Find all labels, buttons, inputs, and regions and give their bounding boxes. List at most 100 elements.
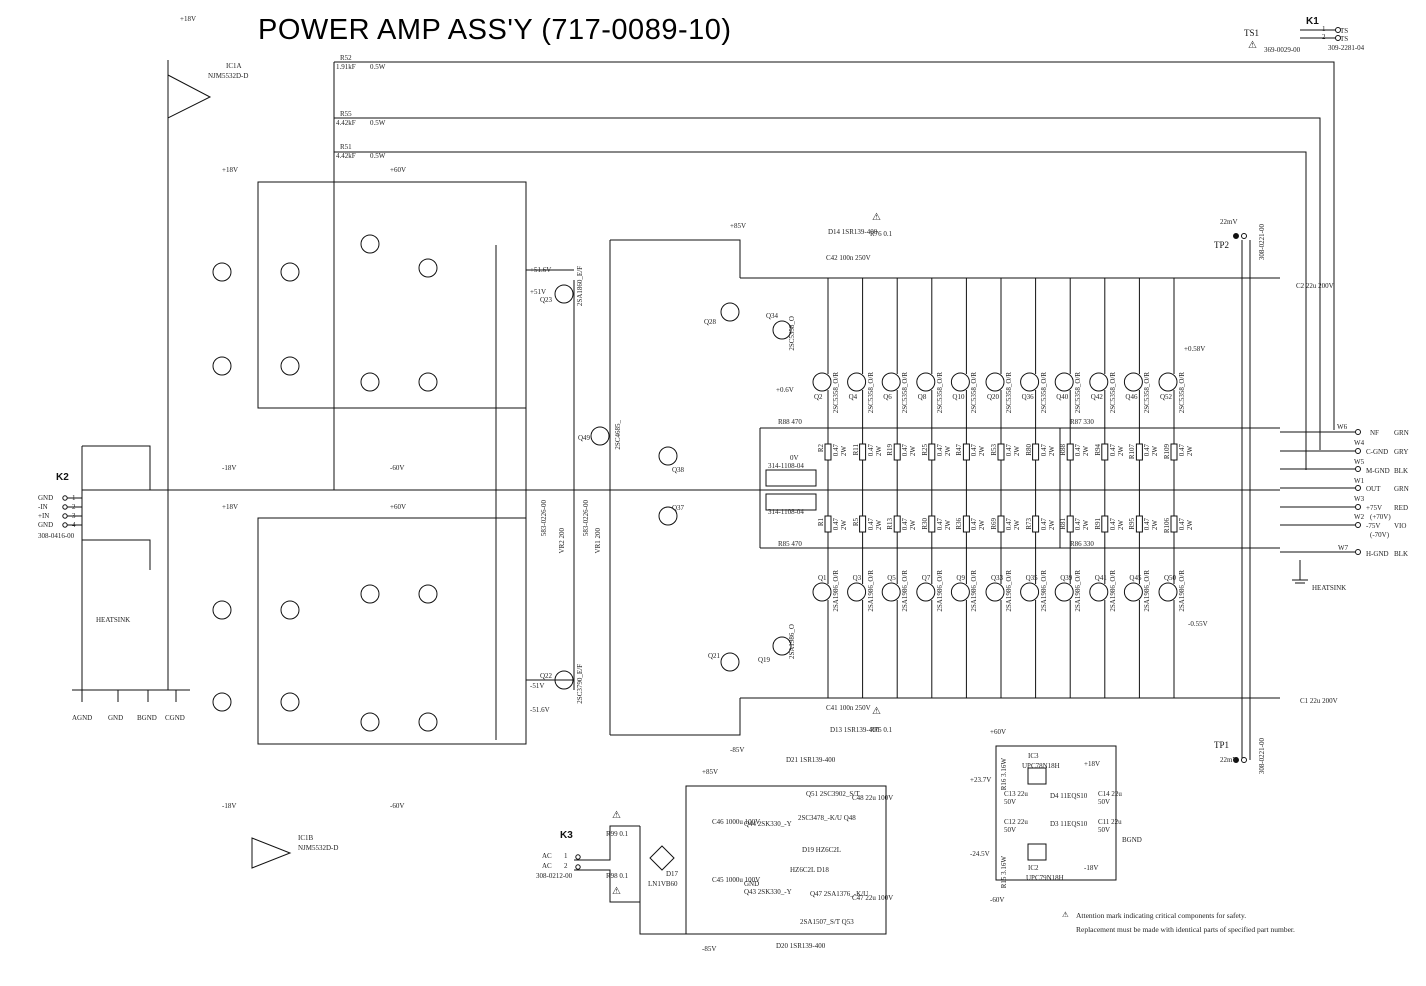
emitter-resistor-bottom-w: 2W xyxy=(1047,520,1056,531)
test-point-dot xyxy=(1233,233,1239,239)
output-q-top-part: 2SC5358_O/R xyxy=(1005,372,1013,414)
r86-label: R86 330 xyxy=(1070,540,1094,548)
r75-label: R75 0.1 xyxy=(870,726,893,734)
emitter-resistor-bottom-w: 2W xyxy=(840,520,848,531)
signal-transistor xyxy=(772,320,792,340)
k3-pin1: AC xyxy=(542,852,552,860)
rail-p85-b: +85V xyxy=(702,768,719,776)
reg-in-m: -60V xyxy=(990,896,1005,904)
rail-m18-b: -18V xyxy=(222,802,237,810)
reg-out-p: +18V xyxy=(1084,760,1101,768)
rail-p60-a: +60V xyxy=(390,166,407,174)
emitter-resistor-bottom-val: 0.47 xyxy=(1005,518,1013,531)
signal-transistor xyxy=(554,284,574,304)
emitter-resistor-top-w: 2W xyxy=(909,446,918,457)
wire-terminal xyxy=(1355,485,1361,491)
output-transistor-bottom xyxy=(916,582,936,602)
emitter-resistor xyxy=(1032,443,1040,461)
output-transistor-bottom xyxy=(1089,582,1109,602)
k1-pin2-label: TS xyxy=(1340,35,1349,43)
emitter-resistor-bottom-w: 2W xyxy=(1116,520,1125,531)
vr2-part: 583-0226-00 xyxy=(540,500,548,537)
signal-transistor xyxy=(658,446,678,466)
output-q-bottom-part: 2SA1986_O/R xyxy=(1039,570,1048,612)
r52-val: 1.91kF xyxy=(336,63,356,71)
v51-label: +51.6V xyxy=(530,266,552,274)
w7-id: W7 xyxy=(1338,544,1349,552)
emitter-resistor-top-w: 2W xyxy=(1151,446,1160,457)
vr2-label: VR2 200 xyxy=(558,528,566,554)
output-q-top-label: Q4 xyxy=(848,393,858,401)
safety-note-1: Attention mark indicating critical compo… xyxy=(1076,911,1247,920)
q23-ref: Q23 xyxy=(540,296,553,304)
emitter-resistor-bottom-w: 2W xyxy=(978,520,987,531)
output-q-bottom-label: Q45 xyxy=(1129,574,1142,582)
relay-1 xyxy=(765,469,817,487)
w3-id: W3 xyxy=(1354,495,1365,503)
k3-label: K3 xyxy=(560,830,573,841)
ts1-part: 369-0029-00 xyxy=(1264,46,1301,54)
output-q-top-part: 2SC5358_O/R xyxy=(901,372,910,414)
emitter-resistor xyxy=(1032,515,1040,533)
emitter-resistor-bottom-w: 2W xyxy=(1151,520,1160,531)
r98-label: R98 0.1 xyxy=(606,872,629,880)
k2-pin-minus-in: -IN xyxy=(38,503,48,511)
k3-terminal xyxy=(575,854,581,860)
emitter-resistor-top-val: 0.47 xyxy=(1108,444,1117,457)
emitter-resistor-bottom-val: 0.47 xyxy=(1108,518,1117,531)
emitter-resistor-bottom-val: 0.47 xyxy=(1074,518,1083,531)
k2-terminal xyxy=(62,495,68,501)
c42-label: C42 100n 250V xyxy=(826,254,871,262)
ground-gnd: GND xyxy=(108,714,124,722)
output-q-bottom-part: 2SA1986_O/R xyxy=(866,570,875,612)
tp2-value: 22mV xyxy=(1220,218,1238,226)
k2-pin-plus-in: +IN xyxy=(38,512,50,520)
signal-transistor xyxy=(360,712,380,732)
ts1-label: TS1 xyxy=(1244,28,1260,38)
emitter-resistor-bottom-val: 0.47 xyxy=(901,518,910,531)
signal-transistor xyxy=(212,600,232,620)
tp1-part: 308-0221-00 xyxy=(1258,738,1266,775)
emitter-resistor xyxy=(893,443,901,461)
vr1-label: VR1 200 xyxy=(594,528,602,554)
k1-pin1-label: TS xyxy=(1340,27,1349,35)
emitter-resistor-top-ref: R47 xyxy=(955,444,964,456)
k3-num1: 1 xyxy=(564,852,568,860)
output-q-bottom-label: Q33 xyxy=(991,574,1004,582)
emitter-resistor-top-ref: R107 xyxy=(1128,444,1137,460)
vm51-label: -51.6V xyxy=(530,706,550,714)
emitter-resistor xyxy=(997,515,1005,533)
output-transistor-bottom xyxy=(847,582,867,602)
bottom-diff-stage-box xyxy=(257,517,527,745)
v058-label: +0.58V xyxy=(1184,345,1206,353)
reg-mid-p: +23.7V xyxy=(970,776,992,784)
emitter-resistor-bottom-ref: R95 xyxy=(1128,518,1137,530)
emitter-resistor-top-w: 2W xyxy=(1186,446,1194,457)
vr1-part: 583-0226-00 xyxy=(582,500,590,537)
k1-terminal xyxy=(1335,35,1341,41)
emitter-resistor xyxy=(859,443,867,461)
emitter-resistor-top-ref: R88 xyxy=(1059,444,1068,456)
signal-transistor xyxy=(418,258,438,278)
k2-terminal xyxy=(62,522,68,528)
emitter-resistor-bottom-w: 2W xyxy=(909,520,918,531)
output-transistor-bottom xyxy=(1054,582,1074,602)
tp1-value: 22mV xyxy=(1220,756,1238,764)
emitter-resistor-bottom-ref: R5 xyxy=(851,518,860,527)
emitter-resistor-bottom-ref: R91 xyxy=(1093,518,1102,530)
emitter-resistor-top-ref: R80 xyxy=(1024,444,1033,456)
emitter-resistor xyxy=(1066,443,1074,461)
c2-label: C2 22u 200V xyxy=(1296,282,1334,290)
c47-label: C47 22u 100V xyxy=(852,894,894,902)
output-q-bottom-part: 2SA1986_O/R xyxy=(901,570,910,612)
w1-id: W1 xyxy=(1354,477,1365,485)
q28-ref: Q28 xyxy=(704,318,717,326)
emitter-resistor xyxy=(1170,515,1178,533)
signal-transistor xyxy=(280,356,300,376)
heatsink-label-right: HEATSINK xyxy=(1312,584,1347,592)
ic2-part: UPC79N18H xyxy=(1026,874,1064,882)
output-q-top-label: Q46 xyxy=(1125,393,1138,401)
signal-transistor xyxy=(280,692,300,712)
safety-warning-icon: ⚠ xyxy=(872,212,881,223)
wire-terminal xyxy=(1355,448,1361,454)
